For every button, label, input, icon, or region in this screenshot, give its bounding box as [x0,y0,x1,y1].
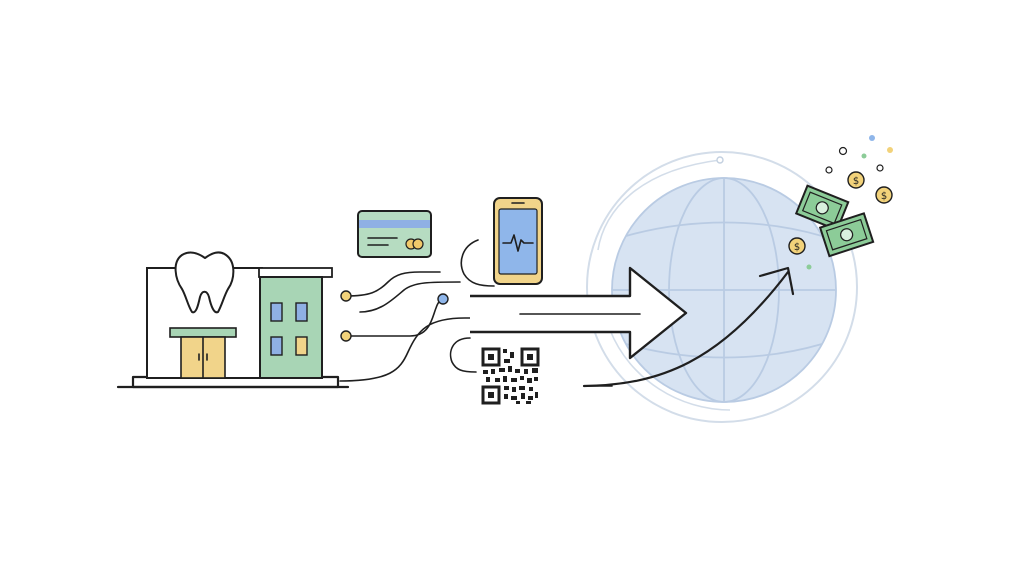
connector-dot-blue [437,293,449,305]
qr-code-icon [481,347,540,405]
svg-text:$: $ [794,242,800,253]
globe-icon [586,151,858,423]
svg-text:$: $ [881,191,887,202]
coin-dollar-icon: $ [788,237,806,255]
smartphone-heartbeat-icon [493,197,543,285]
big-arrow-icon [470,266,688,360]
confetti-dots [806,135,893,270]
tooth-icon [174,251,235,314]
connector-dot-yellow [340,290,352,302]
connector-lines [339,239,613,387]
banknote-icon [794,184,850,232]
credit-card-icon [357,210,432,258]
connector-dot-yellow [340,330,352,342]
growth-arrow-icon [582,266,795,388]
clinic-windows [270,302,308,356]
svg-text:$: $ [853,176,859,187]
coin-dollar-icon: $ [875,186,893,204]
coin-dollar-icon: $ [847,171,865,189]
banknote-icon [818,212,875,258]
dental-clinic-building-icon [116,267,350,389]
clinic-door [180,336,226,379]
